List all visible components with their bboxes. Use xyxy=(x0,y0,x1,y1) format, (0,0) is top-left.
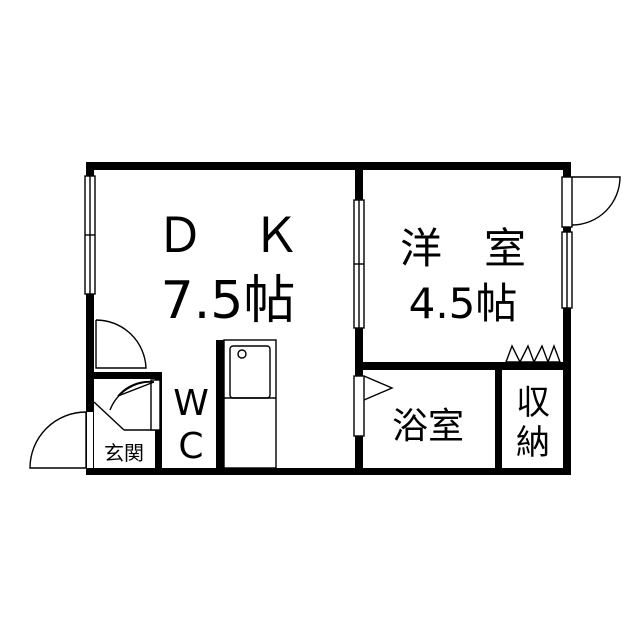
western-room-name: 洋 室 xyxy=(400,224,526,273)
dk-inner-door xyxy=(95,319,147,369)
entrance-door xyxy=(29,410,94,469)
dk-room-name: Ｄ Ｋ xyxy=(156,208,300,264)
entrance-label: 玄関 xyxy=(104,441,144,465)
sliding-door-partition xyxy=(353,199,365,329)
balcony-door xyxy=(561,176,621,228)
wc-label-top: W xyxy=(173,383,209,424)
kitchen-sink xyxy=(223,339,277,469)
entrance-step xyxy=(93,401,155,431)
wc-label-bottom: C xyxy=(178,426,203,467)
bath-door xyxy=(353,375,394,437)
exterior-walls xyxy=(86,162,571,475)
dk-room-size: 7.5帖 xyxy=(161,271,296,331)
window-western-right xyxy=(561,231,573,309)
storage-bifold-door xyxy=(504,344,562,363)
bath-label: 浴室 xyxy=(392,406,464,447)
wc-door xyxy=(109,379,161,431)
storage-label-bottom: 納 xyxy=(516,423,550,463)
storage-label-top: 収 xyxy=(516,383,550,423)
western-room-size: 4.5帖 xyxy=(409,279,518,328)
window-dk-left xyxy=(84,175,96,295)
